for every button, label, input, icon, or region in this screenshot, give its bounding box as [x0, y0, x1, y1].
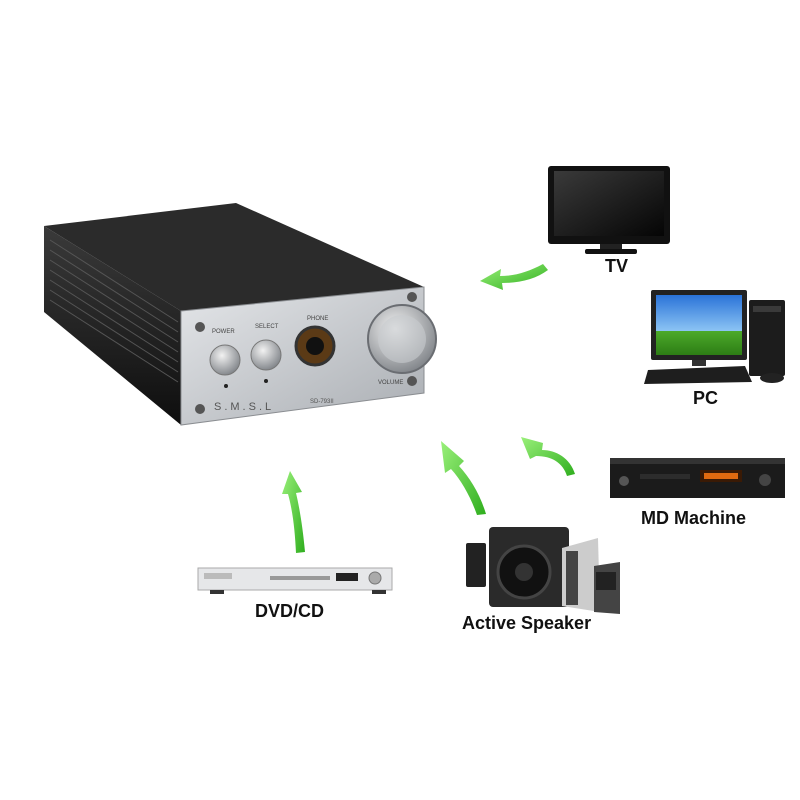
brand-label: S.M.S.L — [214, 401, 274, 413]
amplifier-icon: POWER SELECT PHONE VOLUME S.M.S.L SD-793… — [44, 203, 437, 426]
pc-label: PC — [693, 388, 719, 408]
dvd-cd-label: DVD/CD — [255, 601, 325, 621]
model-label: SD-793II — [310, 399, 334, 405]
select-label: SELECT — [255, 324, 279, 330]
tv-icon — [548, 166, 670, 254]
md-machine-icon — [610, 458, 785, 498]
active-speaker-label: Active Speaker — [462, 613, 592, 633]
volume-label: VOLUME — [378, 380, 403, 386]
power-label: POWER — [212, 329, 235, 335]
md-machine-label: MD Machine — [641, 508, 747, 528]
pc-icon — [644, 290, 785, 384]
arrow-icon — [282, 264, 575, 553]
phone-label: PHONE — [307, 316, 328, 322]
speaker-set-icon — [466, 527, 620, 614]
dvd-player-icon — [197, 567, 393, 594]
tv-label: TV — [605, 256, 629, 276]
